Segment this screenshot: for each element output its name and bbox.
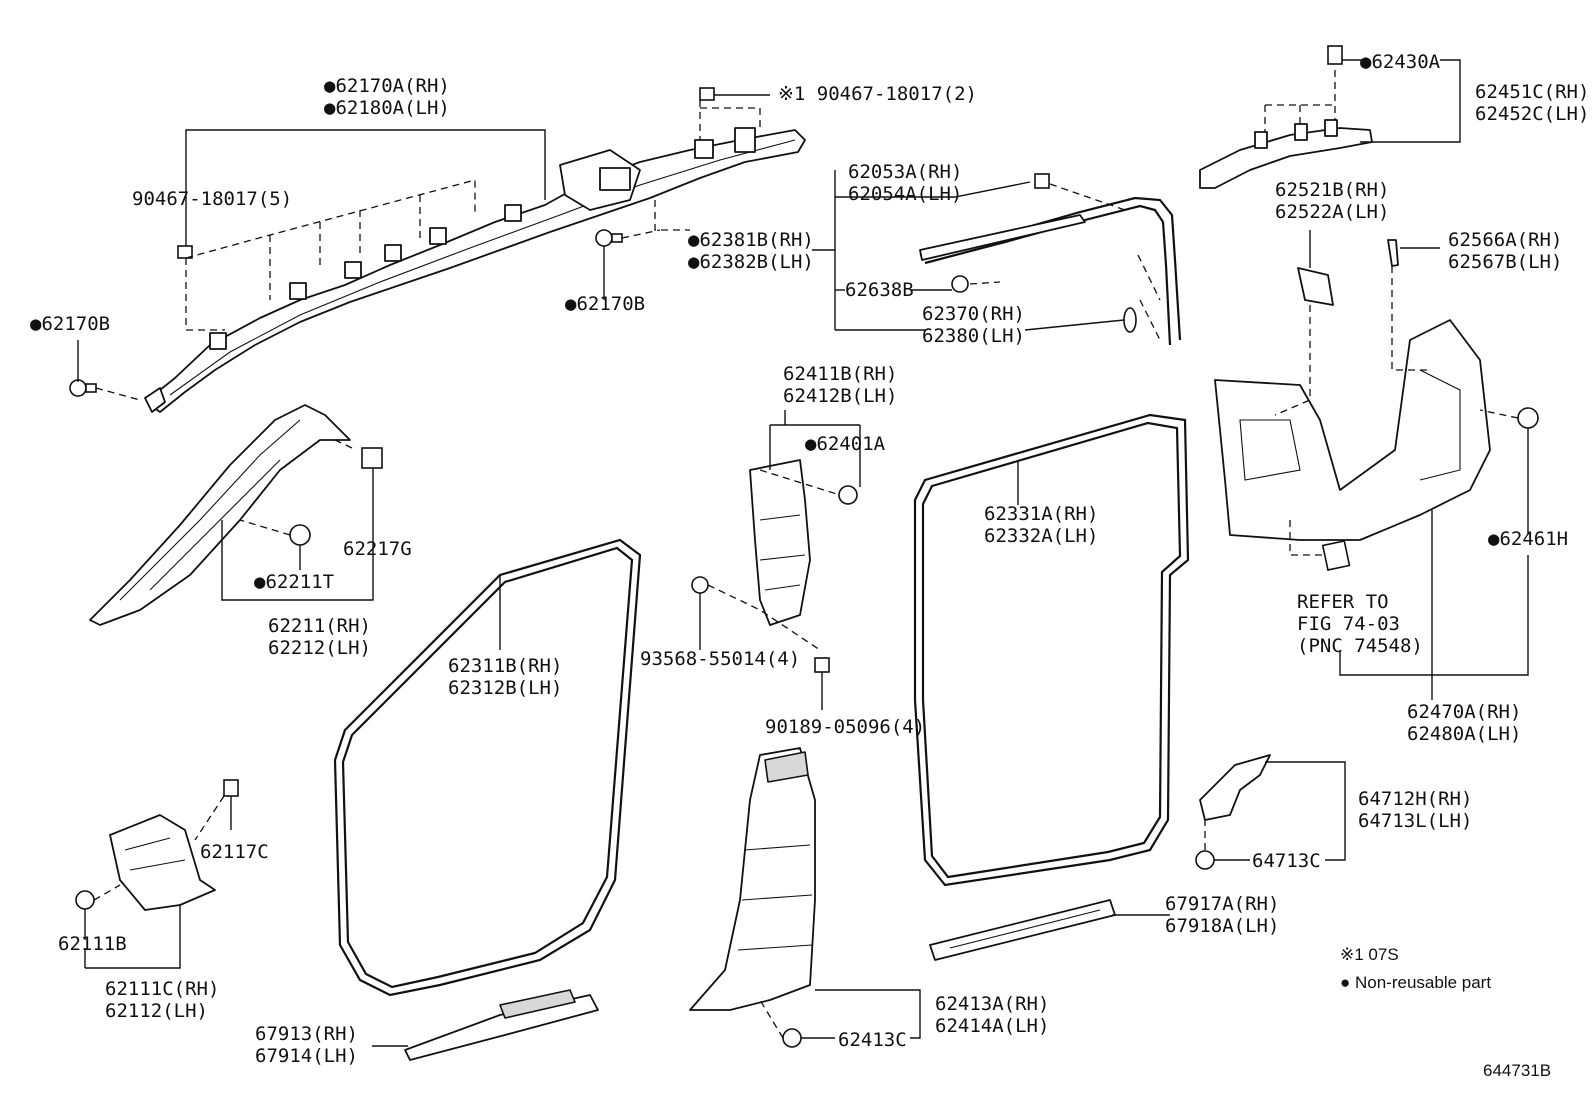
clip-62430A [1327,45,1343,65]
clip-62413C [782,1028,802,1048]
callout-62311B: 62311B(RH) [448,655,562,677]
clip-62370 [1123,307,1137,333]
callout-62170B-mid: ●62170B [565,293,645,315]
cowl-side-trim [109,814,216,911]
callout-62638B: 62638B [845,279,914,301]
callout-62111C: 62111C(RH) [105,978,219,1000]
callout-62180A: ●62180A(LH) [324,97,450,119]
callout-62414A: 62414A(LH) [935,1015,1049,1037]
callout-62312B: 62312B(LH) [448,677,562,699]
callout-62413C: 62413C [838,1029,907,1051]
clip-62638B [951,275,969,293]
callout-64712H: 64712H(RH) [1358,788,1472,810]
clip-62217G [361,447,383,469]
callout-64713C: 64713C [1252,850,1321,872]
center-pillar-lower-garnish [689,747,816,1011]
callout-labels: ●62170A(RH) ●62180A(LH) ※1 90467-18017(2… [30,51,1589,1067]
front-door-weatherstrip [333,538,642,997]
legend-note: ※1 07S [1340,945,1399,964]
clip-62401A [838,485,858,505]
legend: ※1 07S ● Non-reusable part [1340,945,1491,992]
callout-64713L: 64713L(LH) [1358,810,1472,832]
rear-door-weatherstrip [913,413,1190,887]
callout-62212: 62212(LH) [268,637,371,659]
callout-90189: 90189-05096(4) [765,716,925,738]
clip-90467-left [177,245,193,259]
quarter-trim-panel [1214,319,1491,541]
dashed-lines [93,70,1519,1039]
leader-lines [77,59,1529,1047]
callout-62451C: 62451C(RH) [1475,81,1589,103]
callout-62217G: 62217G [343,538,412,560]
callout-62522A: 62522A(LH) [1275,201,1389,223]
clip-64713C [1195,850,1215,870]
callout-62413A: 62413A(RH) [935,993,1049,1015]
clip-62566A [1387,239,1399,267]
callout-90467-top: ※1 90467-18017(2) [778,83,977,105]
callout-62331A: 62331A(RH) [984,503,1098,525]
rear-scuff-plate [929,899,1116,961]
callout-62111B: 62111B [58,933,127,955]
callout-62211T: ●62211T [254,571,334,593]
callout-67917A: 67917A(RH) [1165,893,1279,915]
callout-62470A: 62470A(RH) [1407,701,1521,723]
center-pillar-upper-garnish [749,459,811,626]
side-finish-panel [1199,754,1271,821]
clip-62117C [223,779,239,797]
callout-refer-line1: REFER TO [1297,591,1389,613]
callout-62521B: 62521B(RH) [1275,179,1389,201]
callout-refer-line3: (PNC 74548) [1297,635,1423,657]
callout-67914: 67914(LH) [255,1045,358,1067]
callout-62053A: 62053A(RH) [848,161,962,183]
clip-62211T [289,524,311,546]
bracket-62521B [1297,267,1334,306]
clip-62111B [75,890,95,910]
callout-62112: 62112(LH) [105,1000,208,1022]
callout-62381B: ●62381B(RH) [688,229,814,251]
callout-62401A: ●62401A [805,433,886,455]
callout-62567B: 62567B(LH) [1448,251,1562,273]
callout-62170B-left: ●62170B [30,313,110,335]
bolt-62170B-left [69,379,97,397]
rear-upper-garnish [1199,119,1373,189]
figure-id: 644731B [1483,1061,1551,1080]
legend-nonreusable: ● Non-reusable part [1340,973,1491,992]
callout-62452C: 62452C(LH) [1475,103,1589,125]
callout-62054A: 62054A(LH) [848,183,962,205]
clip-90467-top [699,87,715,101]
bolt-62170B-mid [595,229,623,247]
front-pillar-garnish [89,404,351,626]
clip-62461H [1517,407,1539,429]
front-scuff-plate [404,989,599,1061]
nut-90189 [814,657,830,673]
callout-62117C: 62117C [200,841,269,863]
clip-62053A [1034,173,1050,189]
callout-67913: 67913(RH) [255,1023,358,1045]
screw-93568 [691,576,709,594]
callout-62370: 62370(RH) [922,303,1025,325]
callout-62480A: 62480A(LH) [1407,723,1521,745]
callout-62411B: 62411B(RH) [783,363,897,385]
callout-62211: 62211(RH) [268,615,371,637]
callout-62382B: ●62382B(LH) [688,251,814,273]
cap-refer-74548 [1321,540,1351,571]
callout-62412B: 62412B(LH) [783,385,897,407]
roof-side-garnish [919,196,1182,346]
callout-refer-line2: FIG 74-03 [1297,613,1400,635]
callout-90467-5: 90467-18017(5) [132,188,292,210]
callout-62461H: ●62461H [1488,528,1568,550]
callout-67918A: 67918A(LH) [1165,915,1279,937]
callout-62380: 62380(LH) [922,325,1025,347]
callout-62332A: 62332A(LH) [984,525,1098,547]
callout-62566A: 62566A(RH) [1448,229,1562,251]
callout-62170A: ●62170A(RH) [324,75,450,97]
callout-93568: 93568-55014(4) [640,648,800,670]
callout-62430A: ●62430A [1360,51,1441,73]
curtain-airbag-assembly [144,127,806,413]
